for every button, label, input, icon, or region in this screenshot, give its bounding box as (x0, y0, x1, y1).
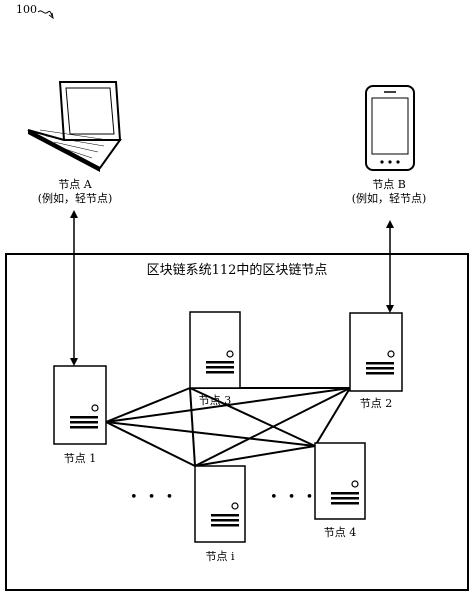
node-1-label: 节点 1 (63, 452, 97, 465)
reference-arrow (37, 10, 53, 17)
server-node-1 (53, 365, 107, 445)
node-2-label: 节点 2 (359, 397, 393, 410)
figure-reference-number: 100 (16, 3, 37, 16)
node-b-label: 节点 B (372, 178, 406, 191)
laptop-icon (27, 81, 122, 172)
blockchain-system-boundary (5, 253, 469, 591)
node-3-label: 节点 3 (198, 394, 232, 407)
node-a-note: (例如，轻节点) (37, 192, 113, 205)
node-b-note: (例如，轻节点) (351, 192, 427, 205)
node-i-label: 节点 i (205, 550, 235, 563)
node-a-label: 节点 A (58, 178, 92, 191)
server-node-3 (189, 311, 241, 389)
server-node-i (194, 465, 246, 543)
server-node-2 (349, 312, 403, 392)
server-node-4 (314, 442, 366, 520)
ellipsis-right: • • • (270, 490, 317, 505)
ellipsis-left: • • • (130, 490, 177, 505)
smartphone-icon (365, 85, 415, 171)
node-4-label: 节点 4 (323, 526, 357, 539)
system-title: 区块链系统112中的区块链节点 (146, 263, 328, 278)
